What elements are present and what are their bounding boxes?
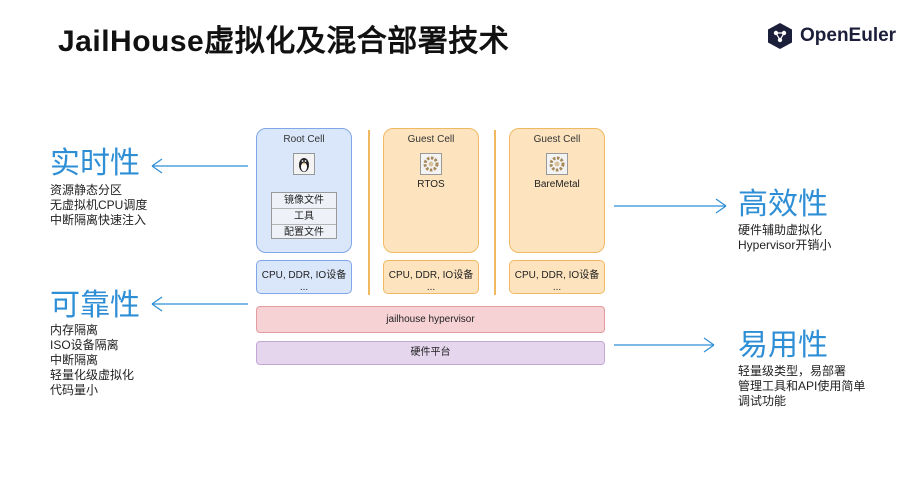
guest-cell-label: BareMetal xyxy=(534,179,580,190)
arrow-realtime xyxy=(151,158,248,174)
feature-line: 无虚拟机CPU调度 xyxy=(50,198,148,212)
gear-icon xyxy=(546,153,568,175)
resource-ellipsis: ... xyxy=(552,282,562,293)
feature-title-usability: 易用性 xyxy=(738,329,828,362)
cell-name: Guest Cell xyxy=(407,134,455,145)
feature-line: 硬件辅助虚拟化 xyxy=(738,223,823,237)
resource-ellipsis: ... xyxy=(426,282,436,293)
feature-line: Hypervisor开销小 xyxy=(738,238,832,252)
hypervisor-bar: jailhouse hypervisor xyxy=(256,306,605,333)
guest-cell-label: RTOS xyxy=(417,179,445,190)
gear-icon xyxy=(420,153,442,175)
cell-divider xyxy=(494,130,496,295)
feature-title-efficiency: 高效性 xyxy=(738,188,828,221)
feature-lines-usability: 轻量级类型，易部署 管理工具和API使用简单 调试功能 xyxy=(738,364,865,409)
arrow-efficiency xyxy=(614,198,727,214)
root-cell-item: 镜像文件 xyxy=(272,193,336,209)
hypervisor-label: jailhouse hypervisor xyxy=(386,314,475,325)
feature-lines-realtime: 资源静态分区 无虚拟机CPU调度 中断隔离快速注入 xyxy=(50,183,147,228)
feature-line: 中断隔离快速注入 xyxy=(50,213,147,227)
cell-name: Guest Cell xyxy=(533,134,581,145)
feature-title-realtime: 实时性 xyxy=(50,147,140,180)
arrow-reliability xyxy=(151,296,248,312)
arrow-usability xyxy=(614,337,715,353)
cell-name: Root Cell xyxy=(283,134,325,145)
openeuler-logo: OpenEuler xyxy=(766,22,896,50)
resource-ellipsis: ... xyxy=(299,282,309,293)
feature-line: 代码量小 xyxy=(50,383,99,397)
resource-line: CPU, DDR, IO设备 xyxy=(261,270,347,281)
feature-line: 轻量级类型，易部署 xyxy=(738,364,847,378)
resource-box-baremetal: CPU, DDR, IO设备 ... xyxy=(509,260,605,294)
guest-cell-rtos: Guest Cell RTOS xyxy=(383,128,479,253)
hardware-bar: 硬件平台 xyxy=(256,341,605,365)
cell-divider xyxy=(368,130,370,295)
resource-box-rtos: CPU, DDR, IO设备 ... xyxy=(383,260,479,294)
root-cell-item: 配置文件 xyxy=(284,227,324,238)
feature-line: 调试功能 xyxy=(738,394,787,408)
feature-line: 中断隔离 xyxy=(50,353,99,367)
feature-line: 轻量化级虚拟化 xyxy=(50,368,135,382)
resource-box-root: CPU, DDR, IO设备 ... xyxy=(256,260,352,294)
feature-line: 资源静态分区 xyxy=(50,183,123,197)
guest-cell-baremetal: Guest Cell BareMetal xyxy=(509,128,605,253)
hardware-label: 硬件平台 xyxy=(410,347,451,358)
feature-line: ISO设备隔离 xyxy=(50,338,119,352)
linux-penguin-icon xyxy=(293,153,315,175)
feature-line: 内存隔离 xyxy=(50,323,99,337)
logo-text: OpenEuler xyxy=(800,25,897,46)
root-cell-items: 镜像文件 工具 配置文件 xyxy=(271,192,337,239)
page-title: JailHouse虚拟化及混合部署技术 xyxy=(58,25,510,58)
feature-title-reliability: 可靠性 xyxy=(50,289,140,322)
feature-lines-reliability: 内存隔离 ISO设备隔离 中断隔离 轻量化级虚拟化 代码量小 xyxy=(50,323,134,398)
openeuler-logo-icon xyxy=(768,23,792,49)
root-cell-item: 工具 xyxy=(272,209,336,225)
feature-line: 管理工具和API使用简单 xyxy=(738,379,866,393)
resource-line: CPU, DDR, IO设备 xyxy=(388,270,474,281)
feature-lines-efficiency: 硬件辅助虚拟化 Hypervisor开销小 xyxy=(738,223,831,253)
resource-line: CPU, DDR, IO设备 xyxy=(514,270,600,281)
root-cell: Root Cell 镜像文件 工具 配置文件 xyxy=(256,128,352,253)
